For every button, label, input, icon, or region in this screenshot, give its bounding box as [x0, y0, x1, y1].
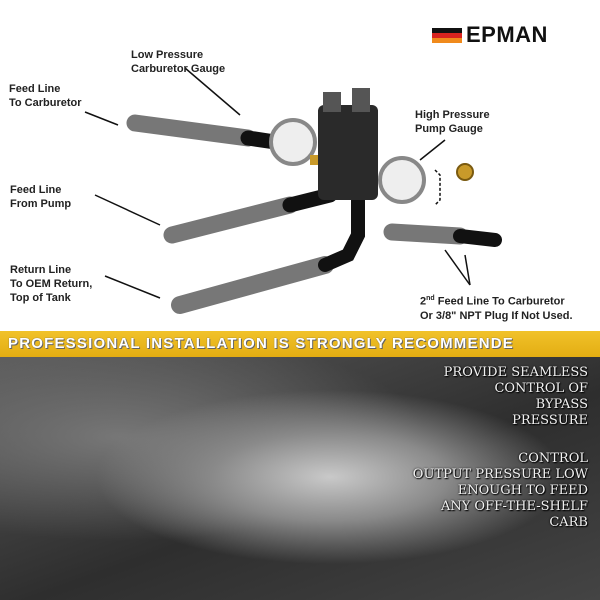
- photo-text-output: Controloutput pressure lowenough to feed…: [412, 451, 588, 530]
- logo-stripes: [432, 27, 462, 43]
- logo-text: EPMAN: [466, 22, 548, 47]
- regulator-diagram: [84, 67, 502, 314]
- photo-text-bypass: Provide seamlesscontrol ofbypasspressure: [443, 365, 588, 428]
- second-feed-tube: [383, 223, 469, 245]
- low-pressure-gauge: [269, 118, 317, 166]
- high-pressure-gauge: [378, 156, 426, 204]
- installation-banner: PROFESSIONAL INSTALLATION IS STRONGLY RE…: [0, 331, 600, 357]
- regulator-body: [318, 105, 378, 200]
- brand-logo: EPMAN: [432, 22, 548, 48]
- engine-photo: Provide seamlesscontrol ofbypasspressure…: [0, 357, 600, 600]
- feed-to-carb-tube: [126, 114, 257, 147]
- return-tube: [171, 256, 334, 314]
- feed-from-pump-tube: [163, 196, 299, 244]
